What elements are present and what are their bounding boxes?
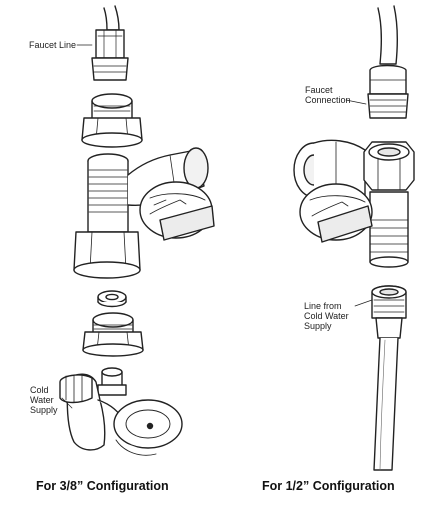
left-assembly: [59, 5, 215, 456]
valve-body-right: [293, 139, 415, 268]
faucet-connection-tube: [367, 5, 409, 119]
leader-lines: [61, 44, 373, 409]
valve-body-left: [73, 147, 215, 279]
label-faucet-line: Faucet Line: [29, 40, 77, 50]
label-line-from-cold-water-supply: Line from Cold Water Supply: [304, 301, 349, 331]
angle-stop-valve-left: [59, 367, 183, 456]
compression-nut-lower: [82, 312, 144, 357]
label-cold-water-supply: Cold Water Supply: [30, 385, 58, 415]
faucet-line-tube: [91, 5, 129, 81]
label-faucet-connection: Faucet Connection: [305, 85, 351, 105]
caption-right-configuration: For 1/2” Configuration: [262, 479, 395, 493]
supply-line-right: [371, 285, 407, 471]
caption-left-configuration: For 3/8” Configuration: [36, 479, 169, 493]
ferrule-ring: [97, 290, 127, 308]
compression-nut-upper: [81, 93, 143, 148]
right-assembly: [293, 5, 415, 471]
